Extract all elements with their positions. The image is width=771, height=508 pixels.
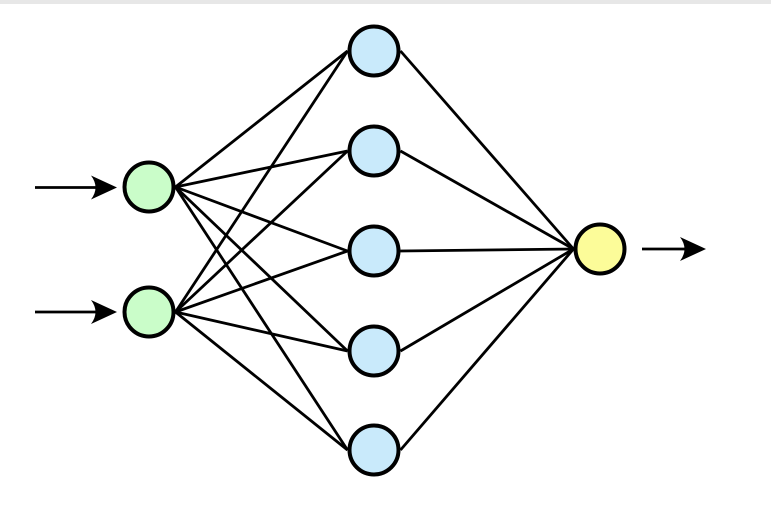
edge-hidden-4-output-1 — [399, 247, 575, 353]
edge-input-1-hidden-3 — [175, 185, 348, 253]
input-1-node — [122, 160, 176, 214]
input-2-node — [122, 285, 176, 339]
edge-input-2-hidden-4 — [175, 310, 348, 353]
edge-input-1-hidden-2 — [175, 149, 348, 189]
edge-input-2-hidden-2 — [174, 149, 349, 314]
hidden-1-node — [347, 24, 401, 78]
input-arrow-2-head-icon — [91, 300, 117, 324]
edge-input-1-hidden-1 — [174, 49, 349, 189]
edge-input-1-hidden-4 — [174, 185, 349, 353]
input-arrow-1-head-icon — [91, 175, 117, 200]
edge-input-1-hidden-5 — [174, 186, 349, 451]
edge-input-2-hidden-3 — [175, 249, 348, 314]
window-top-border — [0, 0, 771, 4]
hidden-4-node — [347, 324, 401, 378]
edge-hidden-5-output-1 — [399, 248, 575, 451]
edge-hidden-1-output-1 — [399, 50, 575, 250]
output-arrow-head-icon — [680, 237, 706, 261]
edge-hidden-3-output-1 — [400, 247, 574, 253]
hidden-5-node — [347, 423, 401, 477]
edge-input-2-hidden-5 — [174, 310, 349, 452]
hidden-2-node — [347, 124, 401, 178]
edge-hidden-2-output-1 — [399, 149, 575, 251]
hidden-3-node — [347, 224, 401, 278]
edge-input-2-hidden-1 — [174, 50, 349, 313]
output-1-node — [573, 222, 627, 276]
